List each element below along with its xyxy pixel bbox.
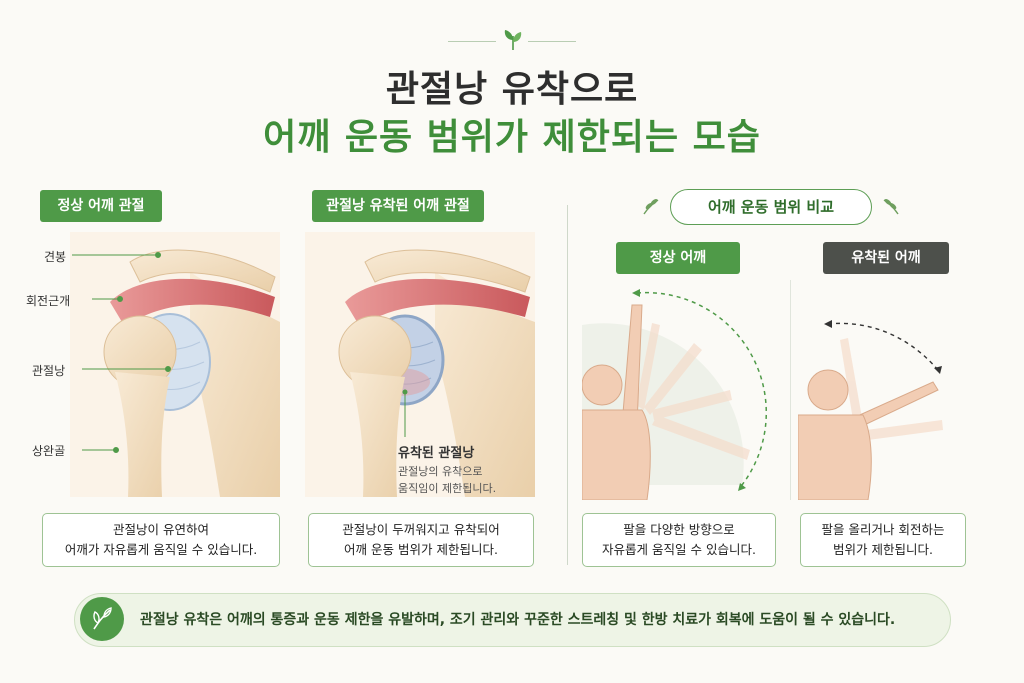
title-deco-line-left: [448, 41, 496, 42]
leaf-sprig-icon: [643, 199, 659, 215]
normal-shoulder-tag: 정상 어깨: [616, 242, 740, 274]
adhesive-joint-caption-line1: 관절낭이 두꺼워지고 유착되어: [342, 522, 500, 537]
normal-joint-tag: 정상 어깨 관절: [40, 190, 162, 222]
adhesive-capsule-note-line2: 움직임이 제한됩니다.: [398, 482, 497, 495]
label-acromion: 견봉: [44, 250, 67, 264]
adhesive-shoulder-illustration: [305, 232, 535, 497]
normal-label-leaders: [72, 252, 171, 453]
label-rotator-cuff: 회전근개: [26, 294, 71, 308]
comparison-divider: [790, 280, 791, 500]
leaf-sprig-icon: [504, 30, 522, 51]
normal-range-caption-line2: 자유롭게 움직일 수 있습니다.: [602, 542, 756, 557]
comparison-heading: 어깨 운동 범위 비교: [670, 189, 872, 225]
leaf-sprig-icon: [883, 199, 899, 215]
normal-joint-caption-line2: 어깨가 자유롭게 움직일 수 있습니다.: [64, 542, 258, 557]
adhesive-range-caption-line2: 범위가 제한됩니다.: [833, 542, 933, 557]
adhesive-joint-tag: 관절낭 유착된 어깨 관절: [312, 190, 484, 222]
summary-banner-text: 관절낭 유착은 어깨의 통증과 운동 제한을 유발하며, 조기 관리와 꾸준한 …: [140, 612, 896, 628]
adhesive-capsule-note-title: 유착된 관절낭: [398, 446, 475, 461]
adhesive-capsule-note-line1: 관절낭의 유착으로: [398, 465, 483, 478]
normal-range-illustration: [582, 289, 767, 500]
normal-range-caption: 팔을 다양한 방향으로 자유롭게 움직일 수 있습니다.: [582, 513, 776, 567]
adhesive-range-caption-line1: 팔을 올리거나 회전하는: [821, 522, 945, 537]
title-deco-line-right: [528, 41, 576, 42]
page-title-line2: 어깨 운동 범위가 제한되는 모습: [263, 117, 761, 158]
adhesive-range-illustration: [798, 320, 943, 500]
page-title-line1: 관절낭 유착으로: [385, 69, 639, 110]
section-divider: [567, 205, 568, 565]
normal-shoulder-illustration: [70, 232, 280, 497]
label-joint-capsule: 관절낭: [32, 364, 66, 378]
adhesive-range-caption: 팔을 올리거나 회전하는 범위가 제한됩니다.: [800, 513, 966, 567]
leaf-icon: [93, 607, 112, 630]
label-humerus: 상완골: [32, 444, 66, 458]
normal-joint-caption-line1: 관절낭이 유연하여: [113, 522, 209, 537]
normal-joint-caption: 관절낭이 유연하여 어깨가 자유롭게 움직일 수 있습니다.: [42, 513, 280, 567]
adhesive-joint-caption: 관절낭이 두꺼워지고 유착되어 어깨 운동 범위가 제한됩니다.: [308, 513, 534, 567]
adhesive-joint-caption-line2: 어깨 운동 범위가 제한됩니다.: [344, 542, 498, 557]
summary-banner: [74, 593, 951, 647]
normal-range-caption-line1: 팔을 다양한 방향으로: [623, 522, 735, 537]
adhesive-shoulder-tag: 유착된 어깨: [823, 242, 949, 274]
